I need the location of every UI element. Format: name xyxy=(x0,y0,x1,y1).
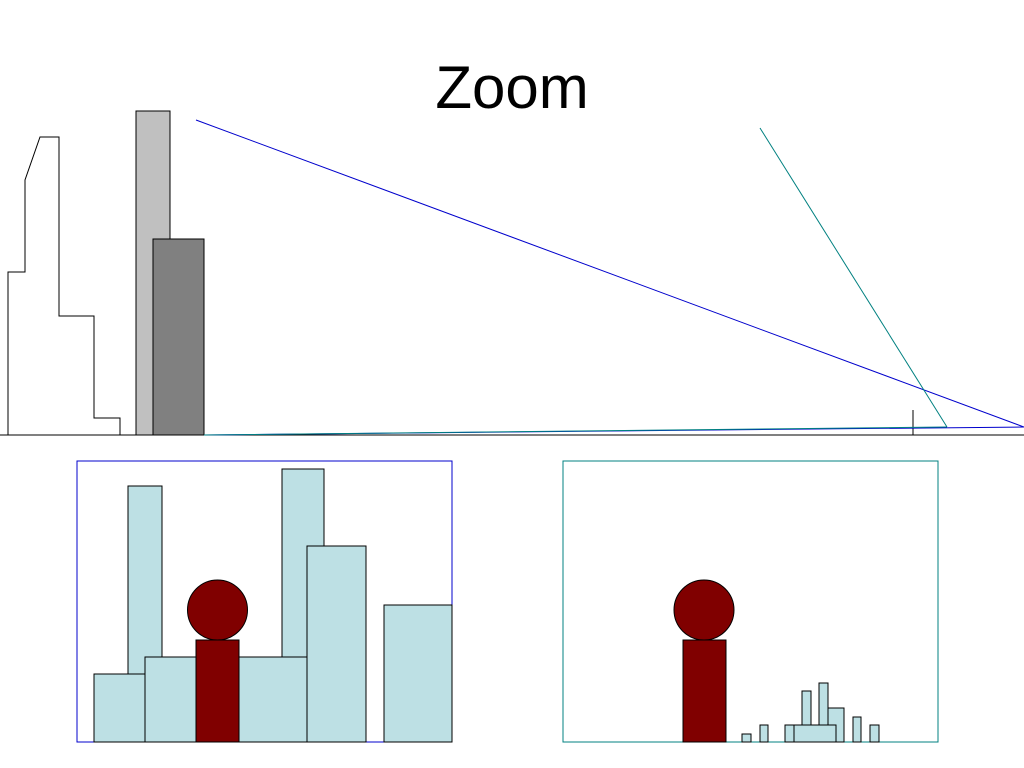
person-body xyxy=(195,639,240,743)
far-view-panel xyxy=(562,460,939,743)
far-building xyxy=(759,724,769,743)
zoom-line-teal-bottom xyxy=(203,426,948,436)
zoom-line-teal-top xyxy=(759,127,948,428)
zoom-line-blue-top xyxy=(195,119,1024,428)
skyline-outline xyxy=(7,136,121,435)
far-building xyxy=(852,716,862,743)
person-body xyxy=(682,639,727,743)
near-view-panel xyxy=(76,460,453,743)
far-building xyxy=(741,733,752,743)
far-building xyxy=(793,724,837,743)
person-head xyxy=(673,579,735,641)
dark-gray-tower xyxy=(152,238,205,436)
slide-title: Zoom xyxy=(435,54,589,121)
far-building xyxy=(869,724,880,743)
far-view-frame xyxy=(562,460,939,743)
far-building xyxy=(784,724,795,743)
near-building xyxy=(383,604,453,743)
near-building xyxy=(93,673,146,743)
person-head xyxy=(187,579,248,641)
near-building xyxy=(306,545,367,743)
